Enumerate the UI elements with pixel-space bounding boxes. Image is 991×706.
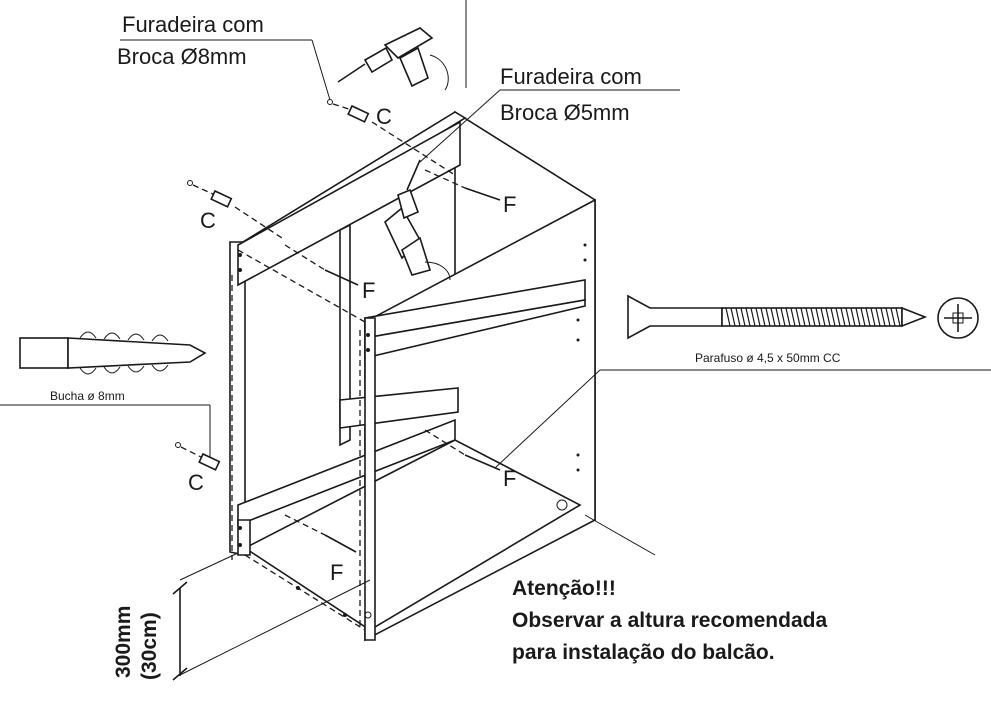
screw-thread [725, 307, 731, 327]
screw-thread [810, 307, 816, 327]
drill-5mm-bit: Broca Ø5mm [500, 100, 630, 125]
drill-5mm-leader [419, 89, 501, 163]
warning-line1: Observar a altura recomendada [512, 609, 827, 632]
screw-thread [785, 307, 791, 327]
screw-thread [880, 307, 886, 327]
screw-thread [755, 307, 761, 327]
screw-thread [815, 307, 821, 327]
screw-thread [855, 307, 861, 327]
marker-f-upper-center: F [362, 278, 375, 303]
screw-thread [800, 307, 806, 327]
screw-thread [885, 307, 891, 327]
screw-thread [865, 307, 871, 327]
screw-thread [860, 307, 866, 327]
screw-thread [750, 307, 756, 327]
screw-label: Parafuso ø 4,5 x 50mm CC [695, 351, 841, 365]
screw-thread [730, 307, 736, 327]
warning-title: Atenção!!! [512, 577, 616, 600]
screw-thread [825, 307, 831, 327]
cabinet [229, 110, 596, 642]
screw-thread [770, 307, 776, 327]
screw-thread [795, 307, 801, 327]
screw-f-group [284, 169, 501, 553]
screw-thread [780, 307, 786, 327]
drill-8mm-title: Furadeira com [122, 12, 264, 37]
screw-thread [735, 307, 741, 327]
marker-f-lower-right: F [503, 466, 516, 491]
drill-8mm-leader [311, 39, 331, 101]
screw-thread [845, 307, 851, 327]
anchor-c-lower-left [175, 442, 221, 471]
dimension-mm: 300mm [112, 606, 135, 678]
screw-icon [627, 294, 979, 340]
marker-f-upper-right: F [503, 192, 516, 217]
screw-thread [765, 307, 771, 327]
phillips-head-icon [937, 297, 979, 339]
screw-thread [805, 307, 811, 327]
drill-8mm-icon [337, 27, 449, 91]
wall-ref-line [584, 514, 656, 556]
screw-thread [830, 307, 836, 327]
marker-f-lower-center: F [330, 560, 343, 585]
screw-thread [870, 307, 876, 327]
screw-thread [775, 307, 781, 327]
anchor-c-top [327, 99, 456, 176]
warning-line2: para instalação do balcão. [512, 641, 775, 664]
screw-thread [760, 307, 766, 327]
screw-thread [835, 307, 841, 327]
marker-c-top: C [376, 104, 392, 129]
drill-8mm-bit: Broca Ø8mm [117, 44, 247, 69]
dimension-cm: (30cm) [138, 612, 161, 680]
screw-thread [895, 307, 901, 327]
floor-ref-line-b [179, 579, 371, 676]
screw-thread [890, 307, 896, 327]
anchor-label: Bucha ø 8mm [50, 389, 125, 403]
screw-thread [740, 307, 746, 327]
marker-c-lower-left: C [188, 470, 204, 495]
screw-thread [745, 307, 751, 327]
anchor-c-upper-left [187, 180, 286, 241]
screw-thread [850, 307, 856, 327]
floor-ref-line-a [179, 552, 239, 581]
screw-thread [790, 307, 796, 327]
wall-anchor-icon [19, 331, 207, 375]
screw-thread [820, 307, 826, 327]
screw-thread [875, 307, 881, 327]
screw-thread [840, 307, 846, 327]
drill-5mm-title: Furadeira com [500, 64, 642, 89]
marker-c-upper-left: C [200, 208, 216, 233]
drill-5mm-icon [384, 159, 451, 281]
